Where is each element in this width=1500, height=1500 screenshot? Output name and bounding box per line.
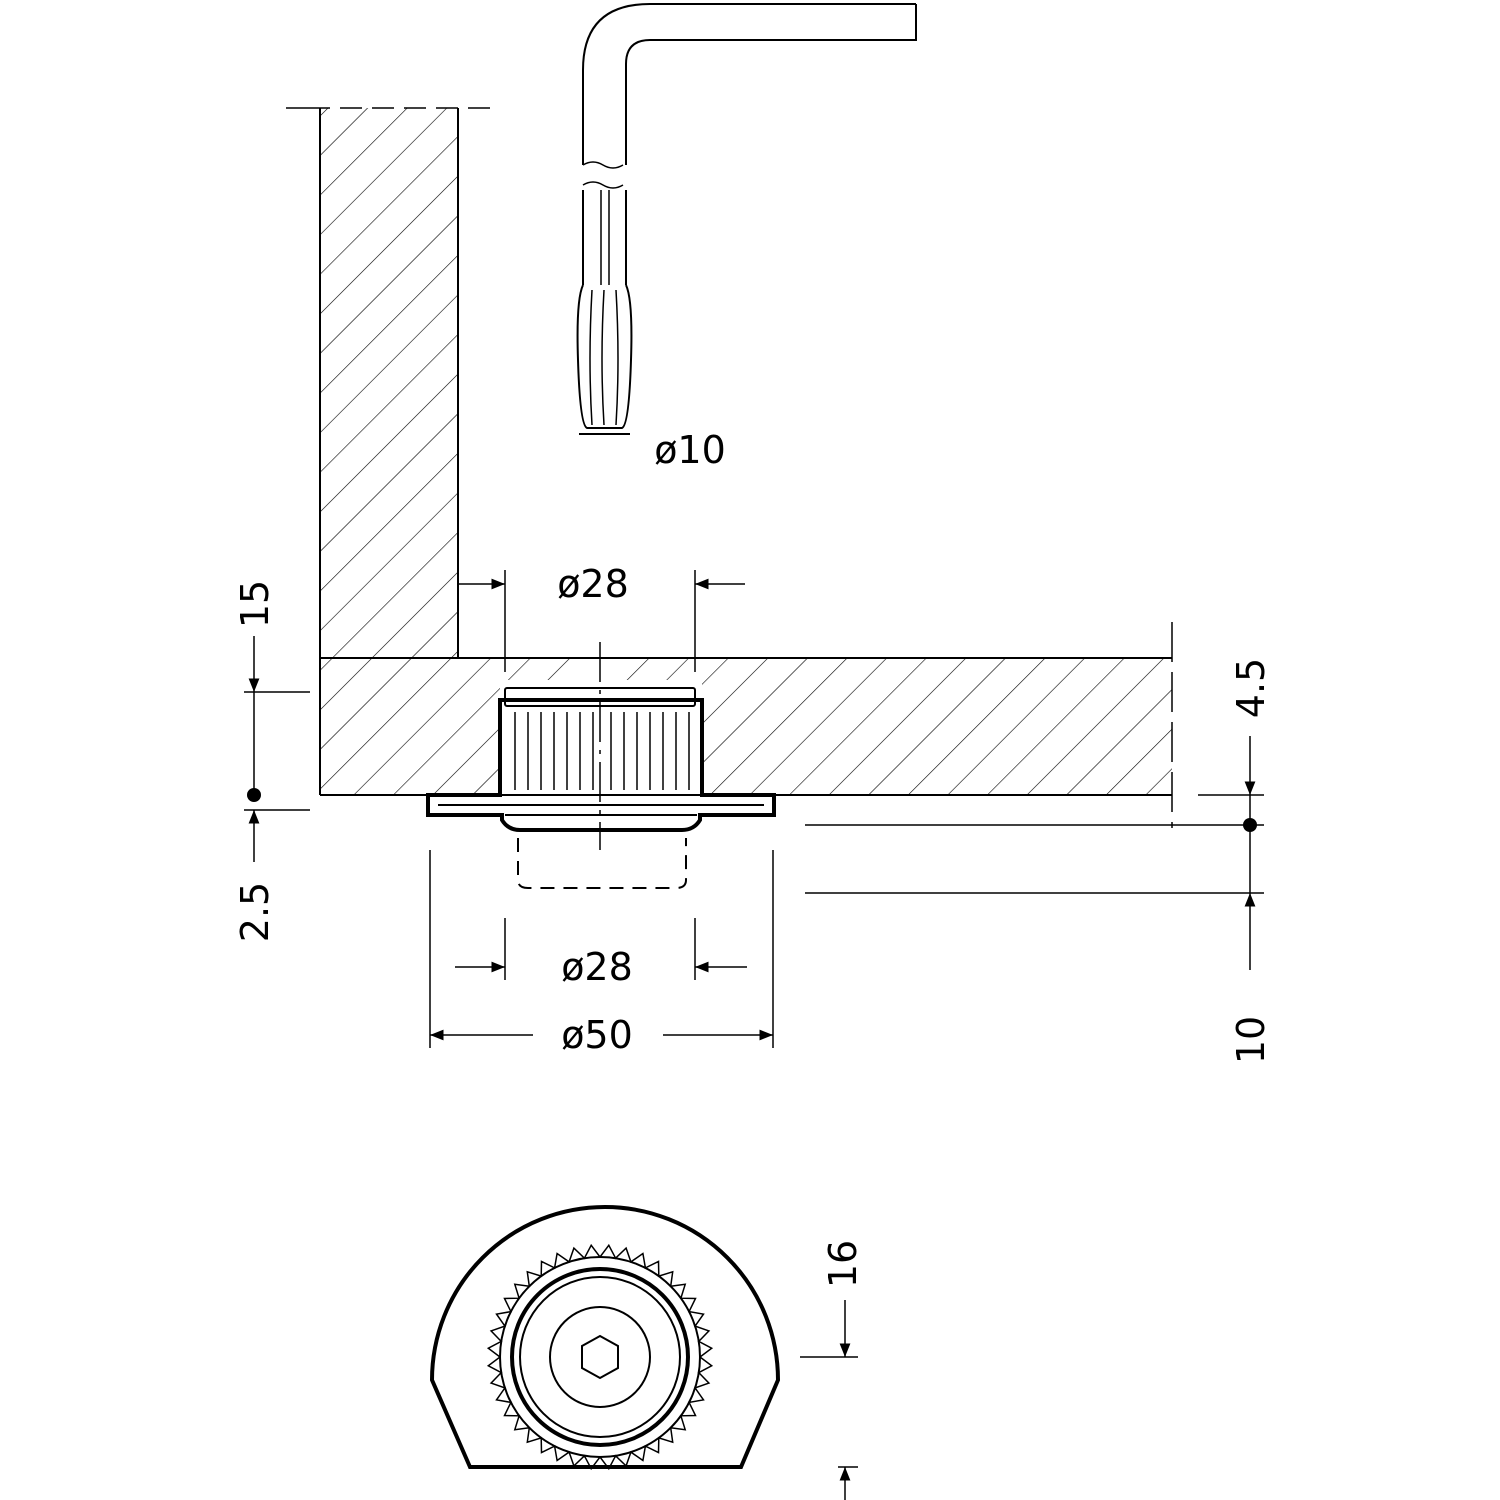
dim-bore-bottom: ø28: [455, 918, 747, 989]
dim-bore-top-label: ø28: [557, 562, 629, 606]
dim-flange: ø50: [429, 850, 774, 1057]
knurl-ribs: [514, 712, 690, 790]
dim-panel-left-label: 15: [233, 580, 277, 628]
vertical-panel: [286, 107, 492, 658]
dim-adjust-right-label: 10: [1229, 1016, 1273, 1064]
toothed-ring: [486, 1243, 714, 1471]
dim-bottom-view-label: 16: [821, 1240, 865, 1288]
hex-key-tool: [576, 3, 917, 435]
dim-recess-right-label: 4.5: [1229, 658, 1273, 718]
dim-right-vertical: 4.5 10: [805, 658, 1273, 1064]
horizontal-board: [319, 622, 1173, 828]
dim-flange-label: ø50: [561, 1013, 633, 1057]
ring-teeth: [486, 1243, 714, 1471]
dim-bore-top: ø28: [458, 562, 745, 672]
adjuster-bottom-view: [429, 1205, 781, 1471]
adjuster-side-view: [426, 642, 776, 889]
dim-hex-key-label: ø10: [654, 428, 726, 472]
dim-left-vertical: 15 2.5: [233, 580, 310, 942]
dim-flange-left-label: 2.5: [233, 882, 277, 942]
dim-bottom-view-width: 16: [800, 1240, 865, 1500]
dim-bore-bottom-label: ø28: [561, 945, 633, 989]
